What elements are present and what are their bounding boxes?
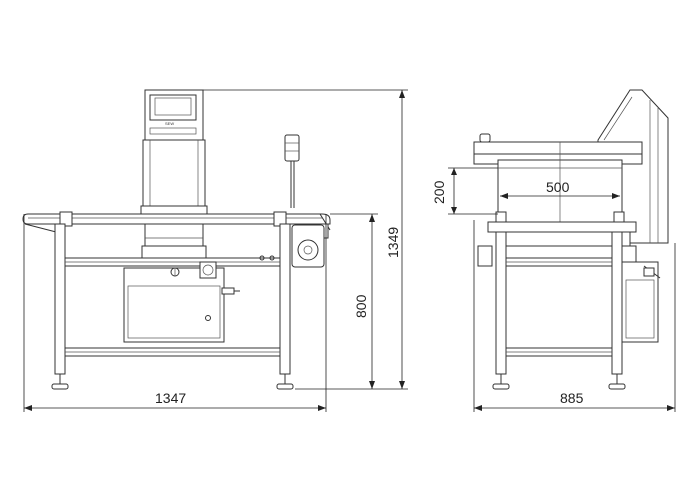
screen-label: SEW [165, 121, 174, 126]
front-feet [51, 374, 294, 390]
signal-lamp [284, 134, 300, 208]
side-feet [492, 374, 626, 390]
dim-side-tunnel-width: 500 [546, 179, 570, 195]
dim-front-conveyor-height: 800 [353, 294, 369, 318]
dim-side-tunnel-height: 200 [431, 180, 447, 204]
front-view: SEW [22, 89, 331, 390]
detector-column [140, 139, 208, 259]
display-screen [149, 94, 197, 121]
dim-front-length: 1347 [155, 390, 186, 406]
side-frame [477, 231, 637, 375]
front-dimensions: 1347 800 1349 [23, 89, 408, 412]
drive-motor [291, 224, 325, 268]
dim-front-total-height: 1349 [385, 227, 401, 258]
front-frame [54, 223, 291, 375]
side-view [473, 89, 669, 390]
side-dimensions: 885 500 200 [431, 167, 676, 412]
dim-side-width: 885 [560, 390, 584, 406]
side-tunnel [473, 141, 643, 247]
display-head: SEW [144, 89, 204, 141]
control-cabinet [123, 261, 240, 343]
side-cabinet [621, 261, 661, 343]
